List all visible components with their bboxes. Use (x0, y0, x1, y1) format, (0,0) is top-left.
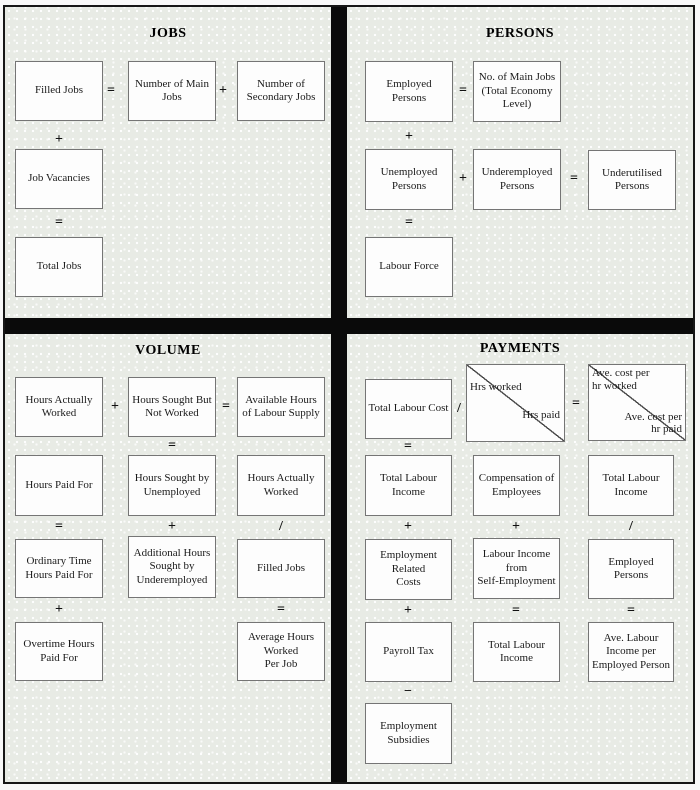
box-overtime-hours-paid-for: Overtime Hours Paid For (15, 622, 103, 681)
operator-equals: = (405, 215, 413, 230)
operator-equals: = (55, 215, 63, 230)
box-underemployed-persons: Underemployed Persons (473, 149, 561, 210)
diagonal-divider (467, 365, 564, 441)
operator-plus: + (512, 519, 520, 534)
operator-plus: + (219, 83, 227, 98)
diagram-frame: JOBS Filled Jobs = Number of Main Jobs +… (3, 5, 695, 784)
box-hours-sought-but-not-worked: Hours Sought But Not Worked (128, 377, 216, 437)
operator-equals: = (277, 602, 285, 617)
operator-divide: / (629, 519, 633, 534)
operator-equals: = (512, 603, 520, 618)
operator-equals: = (570, 171, 578, 186)
operator-plus: + (404, 519, 412, 534)
operator-equals: = (459, 83, 467, 98)
operator-plus: + (55, 132, 63, 147)
quadrant-volume: VOLUME Hours Actually Worked + Hours Sou… (5, 334, 331, 782)
diagonal-divider (589, 365, 685, 440)
operator-equals: = (222, 399, 230, 414)
operator-minus: − (404, 684, 412, 699)
quadrant-jobs: JOBS Filled Jobs = Number of Main Jobs +… (5, 7, 331, 318)
operator-equals: = (627, 603, 635, 618)
box-payroll-tax: Payroll Tax (365, 622, 452, 682)
box-hours-actually-worked-2: Hours Actually Worked (237, 455, 325, 516)
quadrant-title-payments: PAYMENTS (479, 341, 561, 356)
operator-equals: = (404, 439, 412, 454)
box-hrs-worked-hrs-paid: Hrs worked Hrs paid (466, 364, 565, 442)
box-ave-labour-income-per-employed-person: Ave. Labour Income per Employed Person (588, 622, 674, 682)
operator-equals: = (107, 83, 115, 98)
box-underutilised-persons: Underutilised Persons (588, 150, 676, 210)
box-ave-cost-per-hr: Ave. cost per hr worked Ave. cost per hr… (588, 364, 686, 441)
box-total-labour-income-2: Total Labour Income (588, 455, 674, 516)
operator-equals: = (572, 396, 580, 411)
operator-plus: + (111, 399, 119, 414)
operator-equals: = (168, 438, 176, 453)
quadrant-title-jobs: JOBS (149, 26, 187, 41)
label-hrs-paid: Hrs paid (522, 409, 560, 421)
box-no-of-main-jobs-total-economy: No. of Main Jobs (Total Economy Level) (473, 61, 561, 122)
box-employment-subsidies: Employment Subsidies (365, 703, 452, 764)
quadrant-title-volume: VOLUME (135, 343, 201, 358)
box-total-labour-cost: Total Labour Cost (365, 379, 452, 439)
box-employed-persons-payments: Employed Persons (588, 539, 674, 599)
box-filled-jobs-volume: Filled Jobs (237, 539, 325, 598)
operator-divide: / (457, 401, 461, 416)
label-hrs-worked: Hrs worked (470, 381, 522, 393)
box-filled-jobs: Filled Jobs (15, 61, 103, 121)
operator-equals: = (55, 519, 63, 534)
box-employed-persons: Employed Persons (365, 61, 453, 122)
operator-plus: + (404, 603, 412, 618)
operator-plus: + (405, 129, 413, 144)
label-ave-cost-per-hr-paid: Ave. cost per hr paid (624, 410, 682, 436)
box-labour-income-from-self-employment: Labour Income from Self-Employment (473, 538, 560, 599)
box-compensation-of-employees: Compensation of Employees (473, 455, 560, 516)
operator-plus: + (55, 602, 63, 617)
box-labour-force: Labour Force (365, 237, 453, 297)
box-additional-hours-sought-by-underemployed: Additional Hours Sought by Underemployed (128, 536, 216, 598)
box-total-labour-income-1: Total Labour Income (365, 455, 452, 516)
quadrant-title-persons: PERSONS (485, 26, 555, 41)
operator-plus: + (168, 519, 176, 534)
box-average-hours-worked-per-job: Average Hours Worked Per Job (237, 622, 325, 681)
box-total-labour-income-3: Total Labour Income (473, 622, 560, 682)
box-hours-paid-for: Hours Paid For (15, 455, 103, 516)
box-number-of-secondary-jobs: Number of Secondary Jobs (237, 61, 325, 121)
box-hours-actually-worked: Hours Actually Worked (15, 377, 103, 437)
box-number-of-main-jobs: Number of Main Jobs (128, 61, 216, 121)
operator-plus: + (459, 171, 467, 186)
box-job-vacancies: Job Vacancies (15, 149, 103, 209)
box-ordinary-time-hours-paid-for: Ordinary Time Hours Paid For (15, 539, 103, 598)
operator-divide: / (279, 519, 283, 534)
label-ave-cost-per-hr-worked: Ave. cost per hr worked (592, 367, 650, 392)
box-available-hours-of-labour-supply: Available Hours of Labour Supply (237, 377, 325, 437)
quadrant-persons: PERSONS Employed Persons = No. of Main J… (347, 7, 693, 318)
box-unemployed-persons: Unemployed Persons (365, 149, 453, 210)
box-employment-related-costs: Employment Related Costs (365, 539, 452, 600)
box-hours-sought-by-unemployed: Hours Sought by Unemployed (128, 455, 216, 516)
quadrant-payments: PAYMENTS Total Labour Cost / Hrs worked … (347, 334, 693, 782)
box-total-jobs: Total Jobs (15, 237, 103, 297)
